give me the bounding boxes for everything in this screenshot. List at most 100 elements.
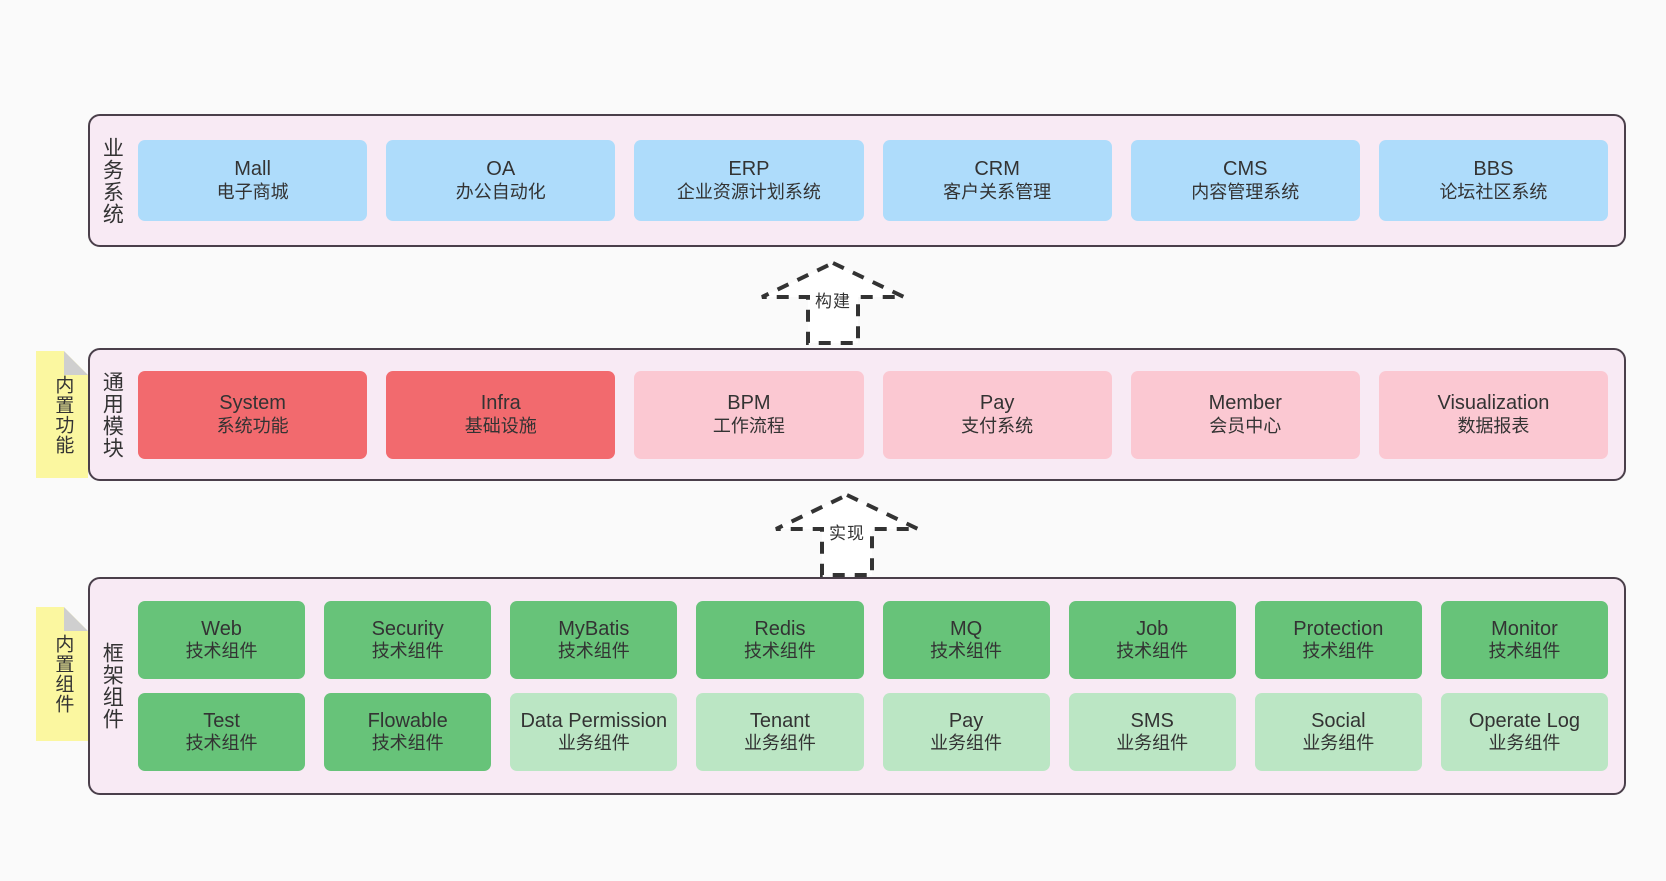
module-title: Pay [979,392,1015,415]
module-title: Test [203,709,240,732]
sticky-note-label: 内置组件 [52,634,74,714]
connector-arrow-build: 构建 [758,260,908,346]
module-subtitle: 会员中心 [1209,415,1282,436]
module-subtitle: 技术组件 [185,733,258,754]
module-title: Member [1208,392,1282,415]
module-title: Tenant [749,709,810,732]
module-title: Job [1136,617,1169,640]
module-subtitle: 技术组件 [185,641,258,662]
module-title: Social [1311,709,1366,732]
module-title: Mall [234,158,271,181]
module-title: MQ [949,617,983,640]
module-subtitle: 工作流程 [712,415,785,436]
module-title: SMS [1130,709,1174,732]
module-title: OA [486,158,516,181]
module-title: Protection [1293,617,1384,640]
up-arrow-icon [775,492,919,577]
module-title: Visualization [1437,392,1550,415]
module-subtitle: 技术组件 [1116,641,1189,662]
module-title: Monitor [1491,617,1558,640]
module-subtitle: 论坛社区系统 [1439,181,1548,202]
layer-title-common-module: 通用模块 [100,370,124,459]
module-subtitle: 系统功能 [216,415,289,436]
module-subtitle: 业务组件 [557,733,630,754]
module-title: Flowable [367,709,448,732]
up-arrow-icon [761,260,905,345]
sticky-note-label: 内置功能 [52,374,74,455]
module-subtitle: 业务组件 [1488,733,1561,754]
module-subtitle: 企业资源计划系统 [676,181,821,202]
connector-label: 构建 [815,292,851,311]
module-subtitle: 内容管理系统 [1191,181,1300,202]
module-title: CMS [1223,158,1268,181]
module-subtitle: 技术组件 [930,641,1003,662]
module-title: BPM [727,392,771,415]
module-subtitle: 基础设施 [464,415,537,436]
connector-label: 实现 [829,524,865,543]
module-subtitle: 业务组件 [1116,733,1189,754]
module-subtitle: 技术组件 [371,641,444,662]
module-subtitle: 技术组件 [371,733,444,754]
sticky-note-common-module: 内置功能 [36,351,88,478]
module-subtitle: 技术组件 [557,641,630,662]
module-subtitle: 客户关系管理 [943,181,1052,202]
module-title: Infra [480,392,521,415]
module-title: Web [201,617,242,640]
module-subtitle: 技术组件 [743,641,816,662]
note-fold-corner-icon [64,351,88,375]
module-title: Operate Log [1468,709,1581,732]
module-subtitle: 办公自动化 [455,181,546,202]
module-title: ERP [728,158,770,181]
module-subtitle: 数据报表 [1457,415,1530,436]
module-title: MyBatis [558,617,630,640]
module-subtitle: 电子商城 [216,181,289,202]
connector-arrow-implement: 实现 [772,492,922,578]
layer-title-business-system: 业务系统 [100,136,124,225]
module-title: BBS [1473,158,1514,181]
module-title: Pay [948,709,984,732]
module-subtitle: 业务组件 [930,733,1003,754]
sticky-note-framework-component: 内置组件 [36,607,88,741]
note-fold-corner-icon [64,607,88,631]
module-subtitle: 支付系统 [961,415,1034,436]
layer-title-framework-component: 框架组件 [100,642,124,730]
module-title: System [219,392,286,415]
